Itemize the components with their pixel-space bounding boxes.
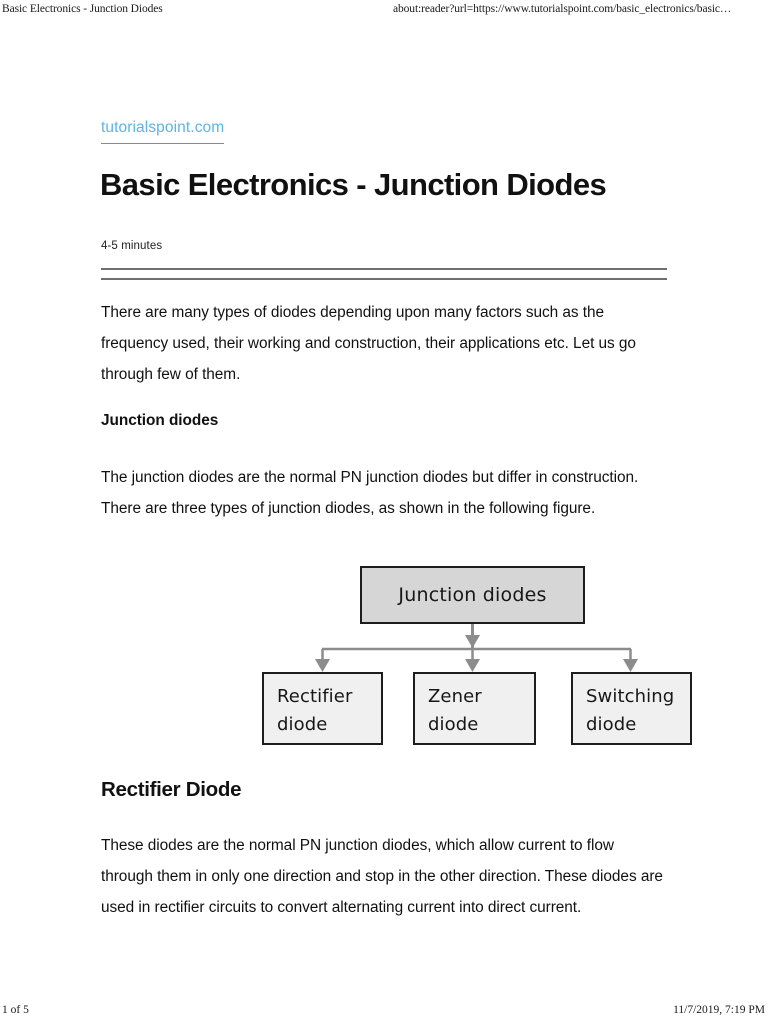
read-time-label: 4-5 minutes: [101, 240, 163, 252]
print-header-title: Basic Electronics - Junction Diodes: [2, 3, 163, 15]
figure-node-root-label: Junction diodes: [398, 584, 547, 606]
paragraph-rectifier-diode: These diodes are the normal PN junction …: [101, 837, 663, 916]
figure-connectors: [315, 624, 638, 672]
source-link-container: tutorialspoint.com: [101, 119, 225, 144]
section-heading-rectifier-diode: Rectifier Diode: [101, 778, 242, 801]
figure-node-root: Junction diodes: [360, 566, 585, 624]
divider-rule-top: [101, 268, 667, 270]
source-site-link[interactable]: tutorialspoint.com: [101, 119, 225, 144]
divider-rule-bottom: [101, 278, 667, 280]
subheading-junction-diodes: Junction diodes: [101, 412, 219, 429]
print-header-url: about:reader?url=https://www.tutorialspo…: [393, 3, 732, 15]
print-timestamp: 11/7/2019, 7:19 PM: [673, 1004, 765, 1016]
paragraph-junction-diodes: The junction diodes are the normal PN ju…: [101, 469, 639, 517]
print-header: Basic Electronics - Junction Diodes abou…: [0, 3, 768, 21]
paragraph-intro: There are many types of diodes depending…: [101, 304, 636, 383]
page-number: 1 of 5: [2, 1004, 29, 1016]
print-footer: 1 of 5 11/7/2019, 7:19 PM: [0, 1004, 768, 1020]
page-title: Basic Electronics - Junction Diodes: [100, 167, 607, 202]
